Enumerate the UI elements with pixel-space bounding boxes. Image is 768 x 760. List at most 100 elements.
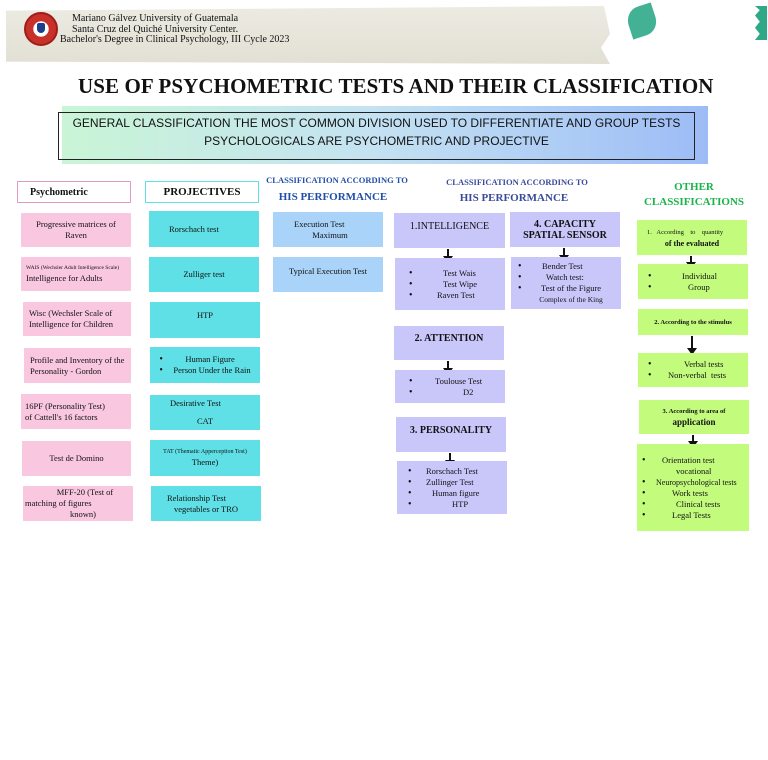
stimulus-list: Verbal tests Non-verbal tests (648, 359, 738, 381)
item-line: Relationship Test (167, 492, 226, 503)
projective-item-figures: Human Figure Person Under the Rain (150, 347, 260, 383)
header-university: Mariano Gálvez University of Guatemala (72, 13, 239, 24)
item-line: Rorschach test (169, 223, 219, 234)
item-line: Test Wipe (443, 278, 478, 289)
psychometric-item-domino: Test de Domino (22, 441, 131, 476)
item-line: application (672, 417, 716, 427)
item-line: Execution Test (294, 218, 345, 229)
personality-title: 3. PERSONALITY (409, 425, 493, 436)
item-line: Watch test (546, 272, 582, 282)
item-line: of Cattell's 16 factors (25, 411, 98, 422)
item-line: Wisc (Wechsler Scale of (29, 308, 113, 318)
psychometric-heading: Psychometric (17, 181, 131, 203)
intelligence-list: Test Wais Test Wipe Raven Test (409, 268, 491, 301)
list-item: Rorschach Test (408, 466, 496, 477)
other-heading-1: OTHER (674, 181, 714, 193)
list-item: Zullinger Test (408, 477, 496, 488)
capacity-extra-line: Complex of the King (539, 295, 603, 304)
item-line: Raven Test (437, 289, 475, 300)
attention-heading: 2. ATTENTION (394, 326, 504, 360)
item-line: Personality - Gordon (30, 365, 102, 376)
university-seal-icon (24, 12, 58, 46)
performance-heading-1: CLASSIFICATION ACCORDING TO (266, 175, 408, 185)
header-degree: Bachelor's Degree in Clinical Psychology… (60, 34, 290, 45)
item-line: Profile and Inventory of the (30, 354, 125, 365)
item-line: Toulouse Test (435, 375, 483, 386)
item-line: Theme) (191, 457, 219, 467)
item-line: known) (70, 509, 96, 519)
projective-item-relationship: Relationship Test vegetables or TRO (151, 486, 261, 521)
projective-item-rorschach: Rorschach test (149, 211, 259, 247)
item-line: Non-verbal tests (668, 370, 727, 380)
list-item: Watch test: (518, 272, 614, 283)
projective-item-desirative: Desirative Test CAT (150, 395, 260, 430)
list-item: Legal Tests (642, 510, 744, 521)
psychometric-item-mff20: MFF-20 (Test of matching of figures know… (23, 486, 133, 521)
item-line: Raven (65, 230, 87, 240)
item-line: HTP (196, 310, 214, 320)
personality-heading: 3. PERSONALITY (396, 417, 506, 452)
capacity-title-1: 4. CAPACITY (533, 218, 597, 230)
projective-item-htp: HTP (150, 302, 260, 338)
item-line: Clinical tests (676, 498, 721, 509)
personality-list: Rorschach Test Zullinger Test Human figu… (408, 466, 496, 510)
intelligence-heading: 1.INTELLIGENCE (394, 213, 505, 248)
item-line: Human figure (432, 487, 480, 498)
attention-title: 2. ATTENTION (414, 333, 484, 344)
intelligence-list-box: Test Wais Test Wipe Raven Test (395, 258, 505, 310)
item-line: 3. According to area of (662, 408, 726, 415)
item-line: Intelligence for Children (29, 319, 114, 329)
item-line: Individual (682, 270, 717, 281)
attention-list: Toulouse Test D2 (409, 376, 491, 398)
item-line: Desirative Test (170, 398, 221, 409)
item-line: Test of the Figure (541, 283, 602, 293)
performance-item-typical: Typical Execution Test (273, 257, 383, 292)
arrow-down-icon (443, 361, 453, 375)
capacity-list: Bender Test Watch test: Test of the Figu… (518, 261, 614, 294)
arrow-down-icon (443, 249, 453, 263)
item-line: vegetables or TRO (173, 503, 239, 514)
list-item: Non-verbal tests (648, 370, 738, 381)
item-line: 16PF (Personality Test) (25, 400, 105, 411)
item-line: Test Wais (443, 267, 476, 278)
projectives-heading-text: PROJECTIVES (163, 185, 241, 198)
arrow-down-icon (686, 256, 696, 269)
capacity-heading: 4. CAPACITY SPATIAL SENSOR (510, 212, 620, 247)
item-line: Orientation test (662, 454, 715, 465)
projective-figures-list: Human Figure Person Under the Rain (159, 354, 250, 376)
item-line: CAT (196, 415, 214, 426)
list-item: Bender Test (518, 261, 614, 272)
item-line: Typical Execution Test (289, 266, 367, 276)
psychometric-item-gordon: Profile and Inventory of the Personality… (24, 348, 131, 383)
list-item: Work tests (642, 488, 744, 499)
list-item: Toulouse Test (409, 376, 491, 387)
list-item: Test of the Figure (518, 283, 614, 294)
performance2-heading-1: CLASSIFICATION ACCORDING TO (446, 177, 588, 187)
psychometric-item-wais: WAIS (Wechsler Adult Intelligence Scale)… (21, 257, 131, 291)
list-item: D2 (409, 387, 491, 398)
item-line: Human Figure (185, 354, 235, 364)
list-item: Person Under the Rain (159, 365, 250, 376)
item-line: 1. According to quantity (647, 228, 724, 236)
list-item: HTP (408, 499, 496, 510)
item-line: HTP (452, 498, 469, 509)
list-item: Test Wipe (409, 279, 491, 290)
item-line: Intelligence for Adults (26, 273, 103, 283)
list-item: Verbal tests (648, 359, 738, 370)
banner-background (62, 106, 708, 164)
item-line: MFF-20 (Test of (56, 487, 114, 497)
item-line: of the evaluated (664, 238, 720, 248)
item-line: TAT (Thematic Apperception Test) (163, 449, 247, 455)
banner-line-1: GENERAL CLASSIFICATION THE MOST COMMON D… (72, 116, 681, 130)
item-line: Verbal tests (684, 359, 724, 369)
attention-list-box: Toulouse Test D2 (395, 370, 505, 403)
psychometric-item-wisc: Wisc (Wechsler Scale of Intelligence for… (23, 302, 131, 336)
performance2-heading-2: HIS PERFORMANCE (459, 192, 569, 204)
item-line: Maximum (312, 229, 348, 240)
quantity-heading: 1. According to quantity of the evaluate… (637, 220, 747, 255)
item-line: matching of figures (25, 498, 92, 508)
decor-ribbon-icon (755, 6, 767, 40)
quantity-list: Individual Group (648, 271, 738, 293)
item-line: Rorschach Test (426, 465, 478, 476)
item-line: Neuropsychological tests (656, 477, 737, 487)
